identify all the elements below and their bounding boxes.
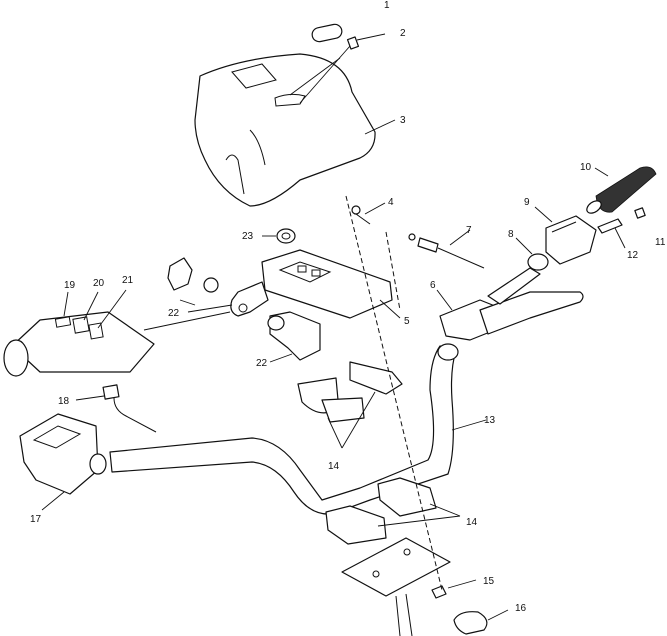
callout-7: 7 <box>466 225 472 236</box>
callout-9: 9 <box>524 197 530 208</box>
callout-11: 11 <box>655 237 666 248</box>
callout-23: 23 <box>242 231 254 242</box>
callout-18: 18 <box>58 396 70 407</box>
part-18-connector <box>75 384 157 433</box>
part-23-grommet <box>262 228 296 244</box>
part-13-handlebar <box>109 343 487 515</box>
part-2-screw <box>346 33 386 50</box>
callout-20: 20 <box>93 278 105 289</box>
callout-15: 15 <box>483 576 495 587</box>
part-22-key-switch <box>167 257 269 317</box>
callout-8: 8 <box>508 229 514 240</box>
callout-19: 19 <box>64 280 76 291</box>
callout-17: 17 <box>30 514 42 525</box>
callout-2: 2 <box>400 28 406 39</box>
part-7-cable <box>408 229 485 269</box>
guide-line <box>345 195 443 591</box>
part-3-headlight-cover <box>194 45 396 207</box>
callout-22-lower: 22 <box>256 358 268 369</box>
part-8-collar <box>515 237 549 271</box>
callout-1: 1 <box>384 0 390 11</box>
callout-12: 12 <box>627 250 639 261</box>
part-5-bracket <box>261 249 401 319</box>
callout-14-upper: 14 <box>328 461 340 472</box>
callout-6: 6 <box>430 280 436 291</box>
callout-21: 21 <box>122 275 134 286</box>
part-16-clip <box>453 609 509 635</box>
callout-4: 4 <box>388 197 394 208</box>
part-14-upper-clamps <box>297 361 403 449</box>
part-6-brake-lever <box>436 267 584 341</box>
callout-13: 13 <box>484 415 496 426</box>
part-12-screw <box>597 218 626 249</box>
part-4-bolt <box>351 202 386 225</box>
part-9-switch-housing <box>534 206 597 265</box>
part-10-grip <box>586 166 657 214</box>
mounting-plate <box>341 537 451 636</box>
callout-16: 16 <box>515 603 527 614</box>
part-17-left-switch <box>19 413 107 511</box>
part-22-switch-assembly <box>267 311 321 363</box>
callout-10: 10 <box>580 162 592 173</box>
part-11-screw <box>634 207 646 219</box>
callout-3: 3 <box>400 115 406 126</box>
callout-14-lower: 14 <box>466 517 478 528</box>
callout-22-upper: 22 <box>168 308 180 319</box>
parts-19-21-left-pod <box>3 289 231 377</box>
callout-5: 5 <box>404 316 410 327</box>
guide-line <box>385 231 401 311</box>
part-1-cap <box>311 23 343 43</box>
part-14-lower-clamps <box>325 477 461 545</box>
part-15-nut <box>431 579 477 599</box>
